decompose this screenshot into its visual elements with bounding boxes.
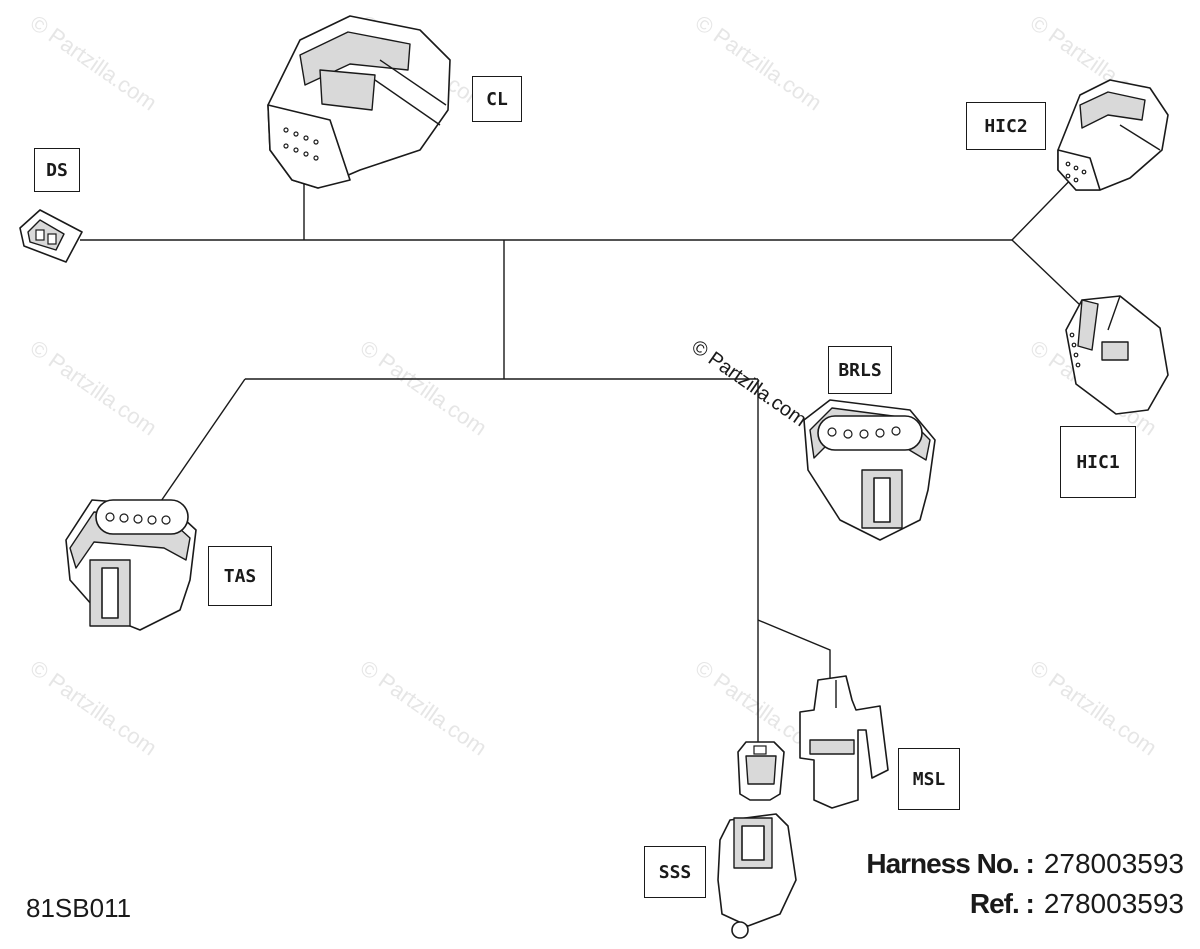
connector-label-ds: DS	[34, 148, 80, 192]
harness-number-value: 278003593	[1043, 848, 1184, 879]
hic1-connector-drawing	[1065, 295, 1169, 415]
harness-number: Harness No. : 278003593	[866, 848, 1184, 880]
connector-label-tas: TAS	[208, 546, 272, 606]
connector-label-brls: BRLS	[828, 346, 892, 394]
ds-connector-drawing	[19, 209, 83, 263]
tas-connector-drawing	[65, 499, 197, 631]
connector-label-msl: MSL	[898, 748, 960, 810]
connector-label-sss: SSS	[644, 846, 706, 898]
hic1-branch-wire	[1011, 239, 1081, 306]
harness-number-label: Harness No. :	[866, 848, 1034, 879]
connector-label-hic2: HIC2	[966, 102, 1046, 150]
harness-ref-value: 278003593	[1043, 888, 1184, 919]
msl-branch-wire	[757, 619, 831, 690]
sss-sensor-drawing	[717, 813, 797, 939]
tas-branch-wire	[147, 378, 246, 521]
harness-ref: Ref. : 278003593	[970, 888, 1184, 920]
sss-plug-drawing	[737, 741, 785, 801]
connector-label-hic1: HIC1	[1060, 426, 1136, 498]
harness-ref-label: Ref. :	[969, 888, 1035, 919]
brls-connector-drawing	[803, 399, 936, 541]
msl-connector-drawing	[799, 675, 889, 809]
figure-code: 81SB011	[26, 893, 132, 923]
connector-label-cl: CL	[472, 76, 522, 122]
cl-connector-drawing	[267, 15, 451, 189]
hic2-connector-drawing	[1057, 79, 1169, 191]
